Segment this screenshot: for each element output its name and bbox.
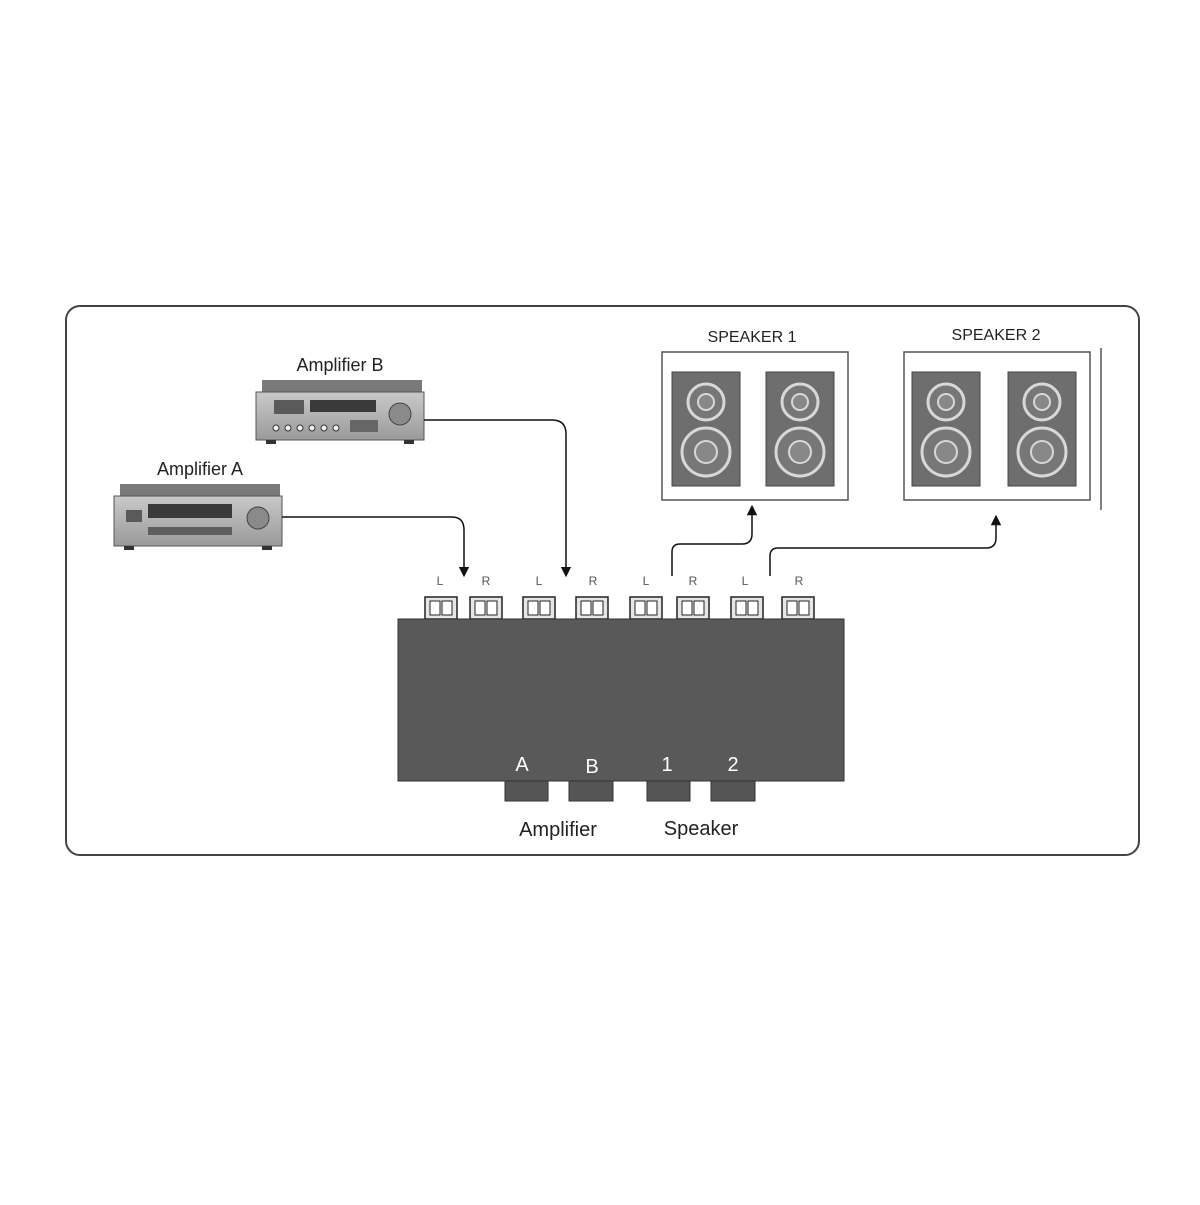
wire-amplifier-b-to-input <box>424 419 572 578</box>
selector-button-labels: A B 1 2 <box>515 754 738 778</box>
terminal-connector <box>676 596 710 620</box>
terminal-label: L <box>643 574 650 588</box>
group-label-amplifier: Amplifier <box>519 819 597 841</box>
terminal-label: R <box>689 574 698 588</box>
terminal-labels: L R L R L R L R <box>437 574 804 588</box>
amplifier-b: Amplifier B <box>255 355 425 444</box>
amplifier-a: Amplifier A <box>113 459 283 550</box>
selector-button-b[interactable] <box>568 780 614 802</box>
wire-output-to-speaker-1 <box>671 504 758 576</box>
amplifier-a-display <box>148 504 232 518</box>
amplifier-b-top-panel <box>262 380 422 394</box>
terminal-label: L <box>437 574 444 588</box>
terminal-connector <box>424 596 458 620</box>
terminal-label: R <box>482 574 491 588</box>
amplifier-a-foot <box>124 546 134 550</box>
diagram-frame <box>65 305 1140 856</box>
terminal-connector <box>469 596 503 620</box>
speaker-1-right-cabinet <box>765 371 835 487</box>
amplifier-b-volume-knob <box>388 402 412 426</box>
speaker-2: SPEAKER 2 <box>903 327 1102 510</box>
speaker-1: SPEAKER 1 <box>661 329 849 501</box>
amplifier-b-foot <box>266 440 276 444</box>
amplifier-b-display <box>310 400 376 412</box>
button-label-1: 1 <box>661 754 672 776</box>
speaker-1-left-cabinet <box>671 371 741 487</box>
amplifier-a-foot <box>262 546 272 550</box>
terminal-connector <box>575 596 609 620</box>
button-label-a: A <box>515 754 529 776</box>
button-label-b: B <box>585 756 598 778</box>
speaker-selector-box <box>397 618 845 782</box>
amplifier-b-label: Amplifier B <box>296 355 383 375</box>
terminal-label: L <box>742 574 749 588</box>
amplifier-b-left-panel <box>274 400 304 414</box>
speaker-2-label: SPEAKER 2 <box>952 327 1041 344</box>
wire-amplifier-a-to-input <box>282 516 470 578</box>
terminal-label: L <box>536 574 543 588</box>
amplifier-a-top-panel <box>120 484 280 498</box>
wire-output-to-speaker-2 <box>769 514 1002 576</box>
group-label-speaker: Speaker <box>664 818 739 840</box>
terminal-label: R <box>795 574 804 588</box>
terminal-connector <box>629 596 663 620</box>
amplifier-a-controls <box>148 527 232 535</box>
speaker-1-label: SPEAKER 1 <box>708 329 797 346</box>
amplifier-b-foot <box>404 440 414 444</box>
selector-button-a[interactable] <box>504 780 549 802</box>
amplifier-a-badge <box>126 510 142 522</box>
amplifier-b-buttons <box>272 424 340 432</box>
amplifier-a-label: Amplifier A <box>157 459 243 479</box>
terminal-connector <box>781 596 815 620</box>
selector-button-2[interactable] <box>710 780 756 802</box>
amplifier-a-volume-knob <box>246 506 270 530</box>
button-label-2: 2 <box>727 754 738 776</box>
speaker-2-right-cabinet <box>1007 371 1077 487</box>
speaker-2-left-cabinet <box>911 371 981 487</box>
terminal-connector <box>522 596 556 620</box>
terminal-label: R <box>589 574 598 588</box>
selector-button-1[interactable] <box>646 780 691 802</box>
terminal-connector <box>730 596 764 620</box>
amplifier-b-controls <box>350 420 378 432</box>
